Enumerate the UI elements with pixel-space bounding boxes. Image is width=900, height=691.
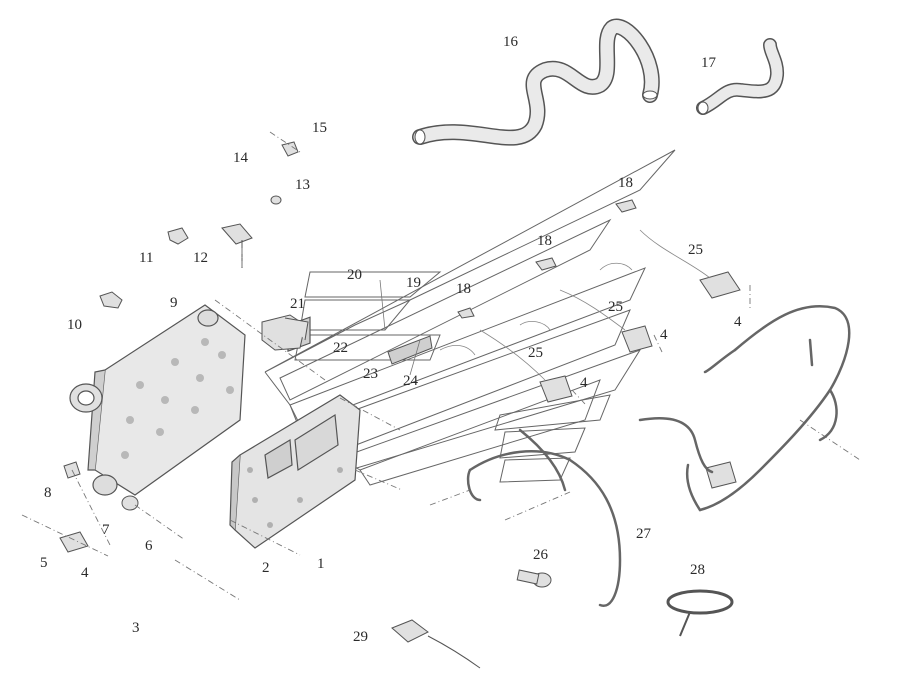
callout-24: 24 [403,373,418,389]
callout-29: 29 [353,629,368,645]
callout-14: 14 [233,150,248,166]
wiring-harness [466,305,851,607]
callout-4: 4 [660,327,668,343]
callout-27: 27 [636,526,651,542]
callout-26: 26 [533,547,548,563]
callout-7: 7 [102,522,110,538]
panel-outline-top [264,149,676,373]
callout-2: 2 [262,560,270,576]
callout-25: 25 [608,299,623,315]
callout-8: 8 [44,485,52,501]
callout-3: 3 [132,620,140,636]
callout-12: 12 [193,250,208,266]
callout-22: 22 [333,340,348,356]
thin-harness-wires [439,229,711,381]
coolant-hoses [412,18,785,146]
callout-10: 10 [67,317,82,333]
callout-17: 17 [701,55,716,71]
callout-9: 9 [170,295,178,311]
callout-1: 1 [317,556,325,572]
callout-5: 5 [40,555,48,571]
callout-21: 21 [290,296,305,312]
bracket-plate [69,304,246,496]
callout-18: 18 [456,281,471,297]
callout-18: 18 [618,175,633,191]
callout-25: 25 [688,242,703,258]
callout-28: 28 [690,562,705,578]
callout-20: 20 [347,267,362,283]
callout-4: 4 [580,375,588,391]
assembly-axes [21,131,861,601]
callout-15: 15 [312,120,327,136]
callout-13: 13 [295,177,310,193]
callout-19: 19 [406,275,421,291]
callout-23: 23 [363,366,378,382]
leader-lines [379,279,421,376]
callout-25: 25 [528,345,543,361]
small-parts [59,141,741,669]
callout-11: 11 [139,250,154,266]
callout-18: 18 [537,233,552,249]
callout-4: 4 [734,314,742,330]
callout-16: 16 [503,34,518,50]
callout-6: 6 [145,538,153,554]
callout-4: 4 [81,565,89,581]
